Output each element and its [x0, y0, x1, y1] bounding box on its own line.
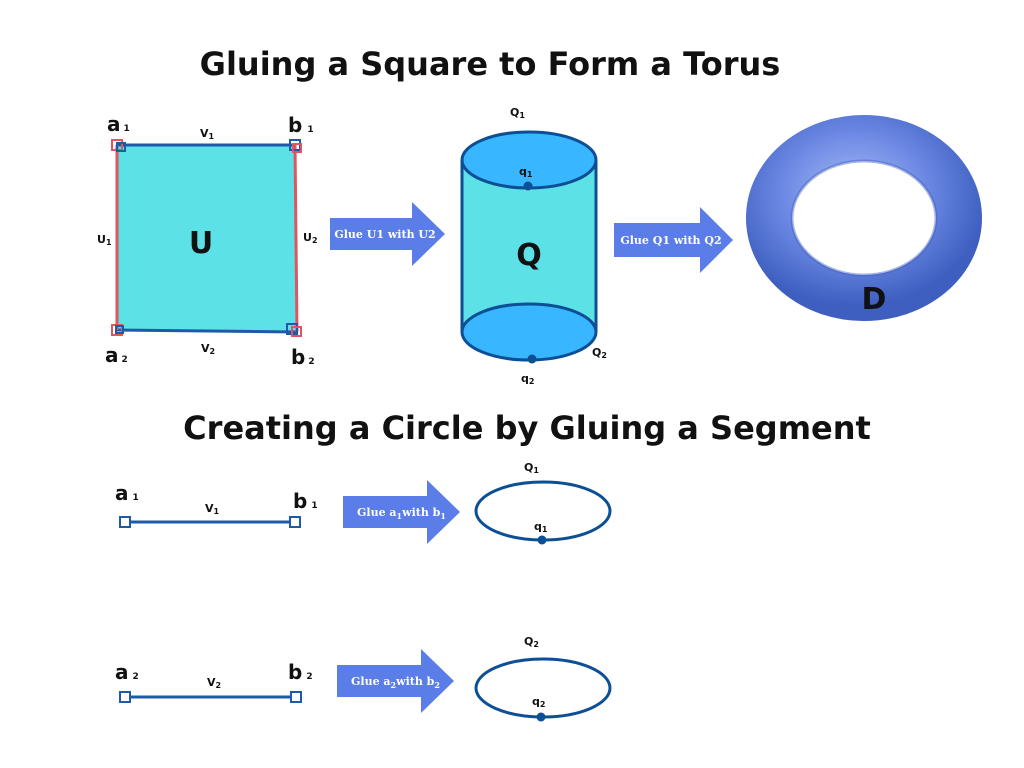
label-cap-q2: Q2: [592, 346, 607, 360]
title-circle: Creating a Circle by Gluing a Segment: [183, 409, 871, 447]
cylinder-q: Q Q1 Q2 q1 q2: [460, 106, 607, 386]
torus-label: D: [862, 282, 887, 317]
corner-a1-marker-inner: [116, 142, 126, 152]
label-u1: U1: [97, 233, 112, 247]
label-u2: U2: [303, 231, 318, 245]
torus-shape: [746, 115, 982, 321]
point-circle-q2: [536, 712, 546, 722]
point-q2: [527, 354, 537, 364]
corner-a2-marker-inner: [115, 325, 124, 334]
torus-inner-shadow: [790, 159, 938, 277]
label-circle-point-q2: q2: [532, 695, 545, 709]
edge-v2: [116, 328, 298, 334]
endpoint-b2: [290, 691, 302, 703]
label-point-q2: q2: [521, 372, 534, 386]
label-seg-v1: V1: [205, 502, 220, 516]
arrow-glue-q: Glue Q1 with Q2: [614, 207, 733, 273]
square-fill: [117, 145, 297, 332]
label-v2: V2: [201, 342, 215, 356]
cylinder-bottom-cap: [460, 302, 598, 362]
arrow-shape: [330, 202, 445, 266]
label-point-q1: q1: [519, 165, 533, 179]
title-torus: Gluing a Square to Form a Torus: [200, 45, 781, 83]
torus-d: D: [746, 115, 982, 321]
arrow-glue-q-label: Glue Q1 with Q2: [620, 234, 721, 247]
arrow-shape: [614, 207, 733, 273]
label-v1: V1: [200, 127, 215, 141]
square-label: U: [189, 226, 213, 261]
arrow-glue-a2: [337, 649, 454, 713]
edge-u2: [293, 144, 299, 333]
label-circle-q1: Q1: [524, 461, 539, 475]
endpoint-a1: [119, 516, 131, 528]
endpoint-a2: [119, 691, 131, 703]
arrow-glue-a1: [343, 480, 460, 544]
cylinder-label: Q: [516, 238, 542, 273]
label-circle-q2: Q2: [524, 635, 539, 649]
cylinder-top-cap: [460, 130, 598, 190]
label-seg-v2: V2: [207, 676, 221, 690]
arrow-glue-u-label: Glue U1 with U2: [334, 228, 435, 241]
arrow-glue-u: Glue U1 with U2: [330, 202, 445, 266]
corner-b1-marker-inner: [292, 143, 302, 153]
endpoint-b1: [289, 516, 301, 528]
point-q1: [523, 181, 533, 191]
arrow-glue-a1-label: Glue a1with b1: [357, 506, 446, 521]
point-circle-q1: [537, 535, 547, 545]
label-circle-point-q1: q1: [534, 520, 548, 534]
label-cap-q1: Q1: [510, 106, 525, 120]
corner-b2-marker-inner: [291, 326, 302, 337]
arrow-glue-a2-label: Glue a2with b2: [351, 675, 440, 690]
